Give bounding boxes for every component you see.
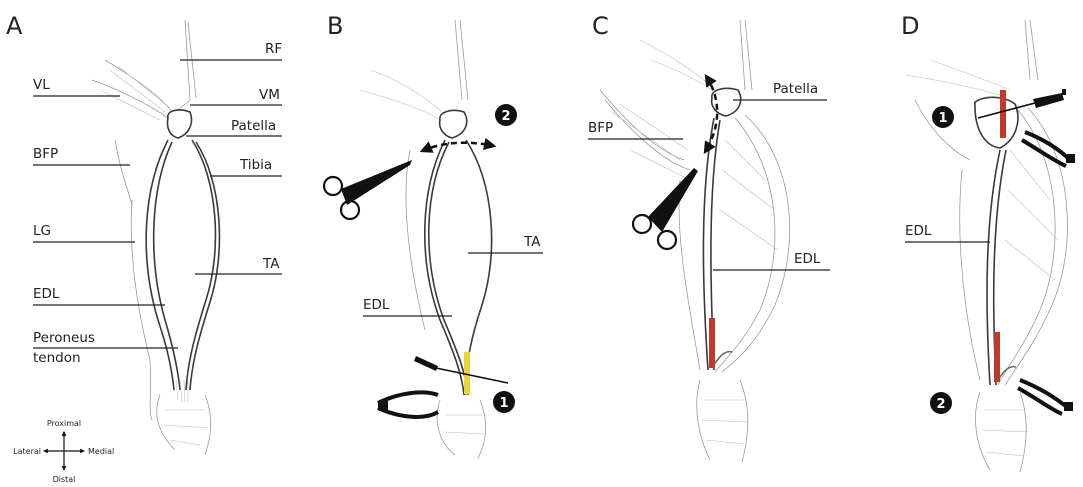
tendon-cut-distal	[994, 332, 1000, 382]
step-marker-2-label: 2	[501, 109, 510, 124]
label-vm: VM	[259, 87, 280, 103]
label-edl: EDL	[905, 223, 932, 239]
panel-letter-b: B	[327, 12, 343, 40]
label-lg: LG	[33, 223, 51, 239]
compass-lateral: Lateral	[13, 447, 41, 456]
tendon-cut-proximal	[1000, 90, 1006, 138]
leg-sketch-c	[600, 20, 790, 462]
label-edl: EDL	[33, 286, 60, 302]
label-peroneus-line1: Peroneus	[33, 330, 95, 346]
dashed-double-arrow-icon	[705, 76, 717, 152]
scalpel-icon	[978, 89, 1066, 118]
label-edl: EDL	[363, 297, 390, 313]
step-marker-1-label: 1	[938, 111, 947, 126]
panel-d: D 1	[901, 12, 1075, 472]
panel-letter-a: A	[6, 12, 23, 40]
panel-letter-c: C	[592, 12, 609, 40]
tendon-cut	[709, 318, 715, 368]
scissors-icon	[324, 160, 412, 219]
label-tibia: Tibia	[239, 157, 272, 173]
panel-letter-d: D	[901, 12, 919, 40]
forceps-icon	[378, 392, 438, 417]
panel-c: C Patella	[588, 12, 830, 462]
label-edl: EDL	[794, 251, 821, 267]
step-marker-2-label: 2	[936, 397, 945, 412]
leg-sketch-a	[92, 20, 219, 455]
label-vl: VL	[33, 77, 50, 93]
scissors-icon	[633, 168, 698, 249]
dashed-double-arrow-icon	[422, 143, 494, 151]
panel-a: A RF VL	[6, 12, 282, 484]
label-patella: Patella	[231, 118, 276, 134]
compass-proximal: Proximal	[47, 419, 81, 428]
step-marker-1-label: 1	[499, 396, 508, 411]
label-ta: TA	[262, 256, 280, 272]
label-peroneus-line2: tendon	[33, 350, 81, 366]
label-patella: Patella	[773, 81, 818, 97]
orientation-compass: Proximal Distal Lateral Medial	[13, 419, 114, 484]
label-ta: TA	[523, 234, 541, 250]
label-bfp: BFP	[33, 146, 58, 162]
label-rf: RF	[265, 41, 282, 57]
compass-distal: Distal	[53, 475, 76, 484]
label-bfp: BFP	[588, 120, 613, 136]
panel-b: B 2	[324, 12, 543, 458]
tendon-highlight	[464, 352, 470, 394]
forceps-icon	[1018, 380, 1073, 414]
compass-medial: Medial	[88, 447, 114, 456]
